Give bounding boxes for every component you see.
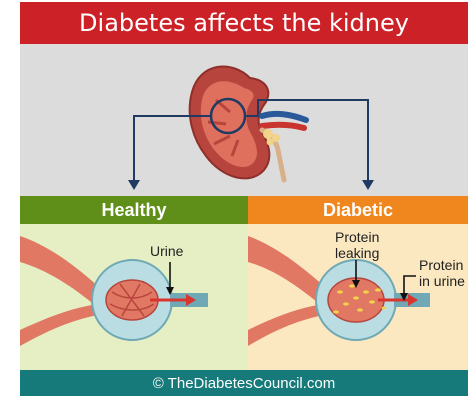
arrow-head-diabetic	[362, 180, 374, 190]
footer: © TheDiabetesCouncil.com	[20, 370, 468, 396]
arrow-head-healthy	[128, 180, 140, 190]
protein-in-urine-line-2: in urine	[419, 273, 465, 289]
protein-leaking-label: Protein leaking	[335, 229, 379, 261]
protein-in-urine-line-1: Protein	[419, 257, 465, 273]
protein-leaking-line-2: leaking	[335, 245, 379, 261]
copyright-text: © TheDiabetesCouncil.com	[153, 375, 336, 392]
protein-in-urine-label: Protein in urine	[419, 257, 465, 289]
protein-leaking-line-1: Protein	[335, 229, 379, 245]
urine-label: Urine	[150, 243, 183, 259]
kidney-illustration	[190, 66, 306, 180]
